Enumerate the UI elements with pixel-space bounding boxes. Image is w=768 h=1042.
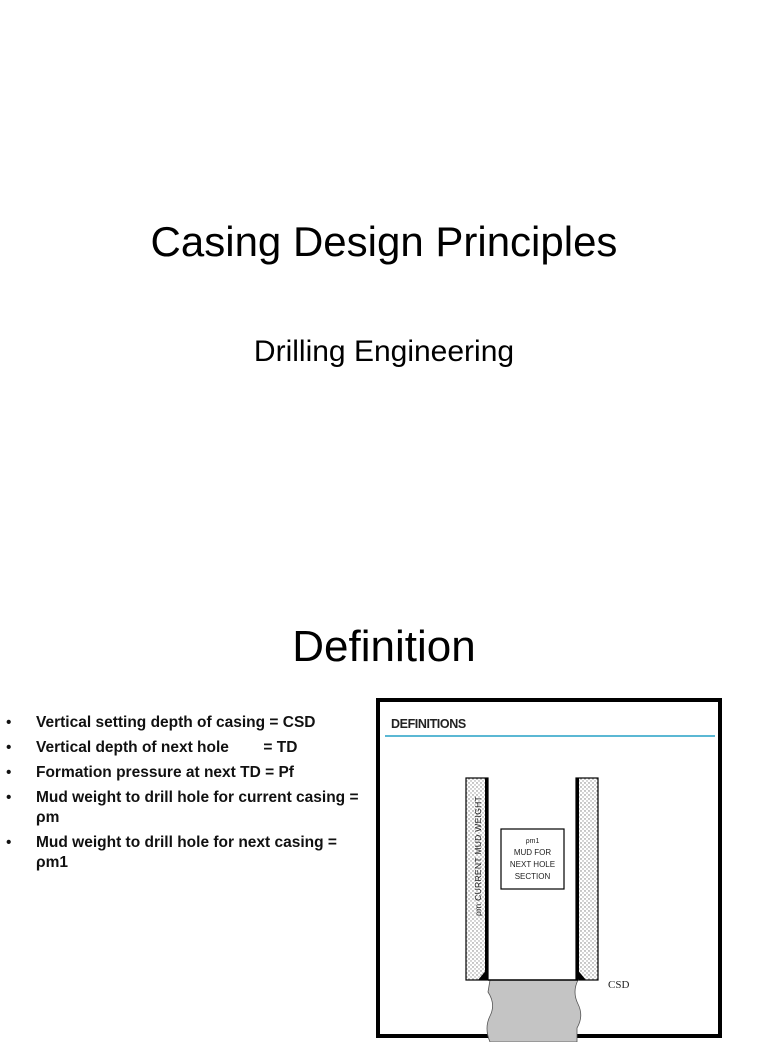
bullet-icon: • <box>6 764 12 781</box>
bullet-icon: • <box>6 834 12 851</box>
slide-title: Casing Design Principles <box>150 218 618 265</box>
open-hole-section <box>486 979 582 1042</box>
svg-text:MUD FOR: MUD FOR <box>514 848 552 857</box>
heading-rule <box>385 735 715 737</box>
list-item: •Vertical setting depth of casing = CSD <box>6 714 316 731</box>
csd-label: CSD <box>608 979 629 991</box>
list-item: •Mud weight to drill hole for current ca… <box>6 789 359 826</box>
svg-text:SECTION: SECTION <box>515 872 551 881</box>
list-item: •Formation pressure at next TD = Pf <box>6 764 294 781</box>
next-mud-box <box>500 828 565 890</box>
bullet-icon: • <box>6 789 12 806</box>
casing-diagram: DEFINITIONS <box>376 698 722 1042</box>
figure-heading: DEFINITIONS <box>391 717 466 731</box>
wellbore-illustration: ρm CURRENT MUD WEIGHT ρm1 MUD FOR NEXT H… <box>465 777 629 1042</box>
svg-text:NEXT HOLE: NEXT HOLE <box>510 860 555 869</box>
bullet-icon: • <box>6 714 12 731</box>
list-item: •Mud weight to drill hole for next casin… <box>6 834 337 871</box>
svg-text:ρm1: ρm1 <box>526 838 540 845</box>
left-wall-label: ρm CURRENT MUD WEIGHT <box>473 796 483 916</box>
right-casing-wall <box>575 777 599 981</box>
slide-title: Definition <box>292 622 476 671</box>
slide-subtitle: Drilling Engineering <box>253 335 515 368</box>
list-item: •Vertical depth of next hole = TD <box>6 739 298 756</box>
bullet-icon: • <box>6 739 12 756</box>
definition-list: •Vertical setting depth of casing = CSD … <box>6 713 366 878</box>
left-casing-wall <box>465 777 489 981</box>
